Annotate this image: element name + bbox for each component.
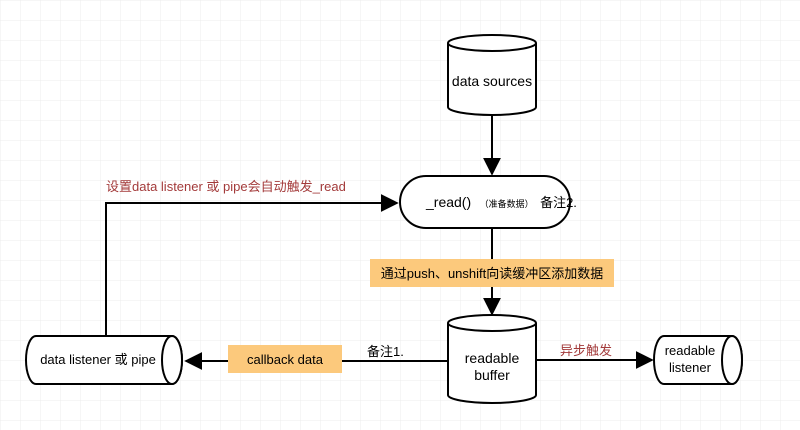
data-listener-node: data listener 或 pipe [25,335,183,385]
readable-buffer-node: readable buffer [447,314,537,404]
readable-listener-label-line2: listener [669,360,712,375]
read-sub-label: （准备数据） [480,198,534,209]
arrow-listener-to-read [105,194,399,336]
note1-label: 备注1. [367,344,404,359]
readable-listener-node: readable listener [653,335,743,385]
svg-text:_read() （准备数据） 备注2: _read() （准备数据） 备注2. [425,194,577,211]
push-label: 通过push、unshift向读缓冲区添加数据 [381,266,604,281]
push-label-box: 通过push、unshift向读缓冲区添加数据 [370,259,614,287]
trigger-read-label: 设置data listener 或 pipe会自动触发_read [106,179,346,194]
buffer-label-line2: buffer [474,367,510,383]
callback-label: callback data [247,352,324,367]
read-node: _read() （准备数据） 备注2. [399,175,577,229]
async-trigger-label: 异步触发 [560,343,612,358]
readable-listener-label-line1: readable [665,343,716,358]
read-note-label: 备注2. [540,195,577,210]
data-sources-label: data sources [452,73,532,89]
buffer-label-line1: readable [465,350,520,366]
read-function-label: _read() [425,194,471,210]
callback-label-box: callback data [228,345,342,373]
data-sources-node: data sources [447,34,537,116]
data-listener-label: data listener 或 pipe [40,352,156,367]
